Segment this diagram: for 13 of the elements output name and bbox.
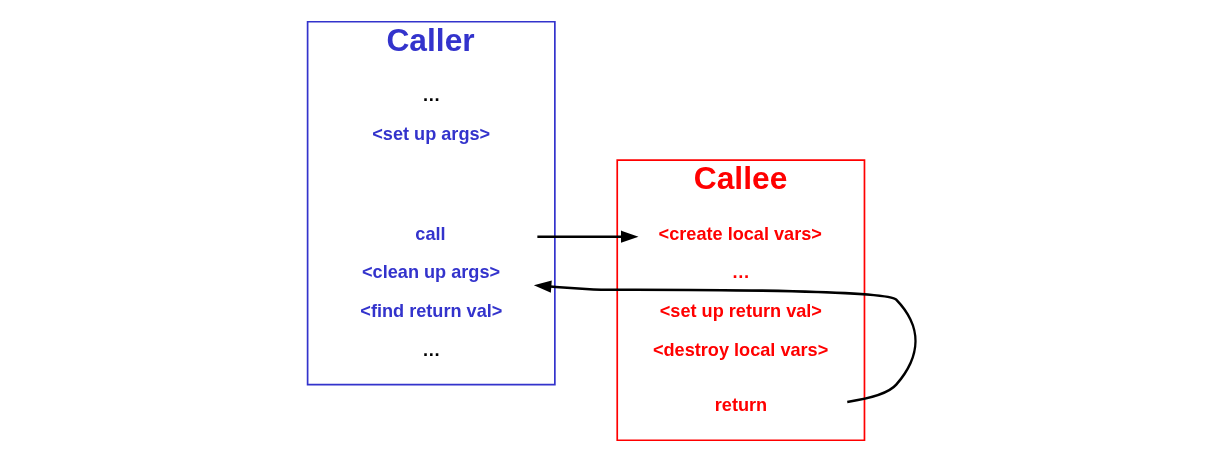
node-text: <set up args> [372, 124, 491, 145]
node-text: … [422, 85, 441, 106]
node-text: <set up return val> [659, 300, 822, 321]
arrow [533, 280, 917, 404]
node-text: call [415, 223, 446, 244]
arrow [537, 230, 639, 243]
node-text: <destroy local vars> [652, 339, 829, 360]
node-text: … [422, 339, 441, 360]
node-text: <create local vars> [658, 223, 822, 244]
node-text: <clean up args> [362, 262, 501, 283]
node-text: <find return val> [360, 300, 503, 321]
node-text: … [731, 262, 750, 283]
node-text: return [714, 395, 768, 416]
